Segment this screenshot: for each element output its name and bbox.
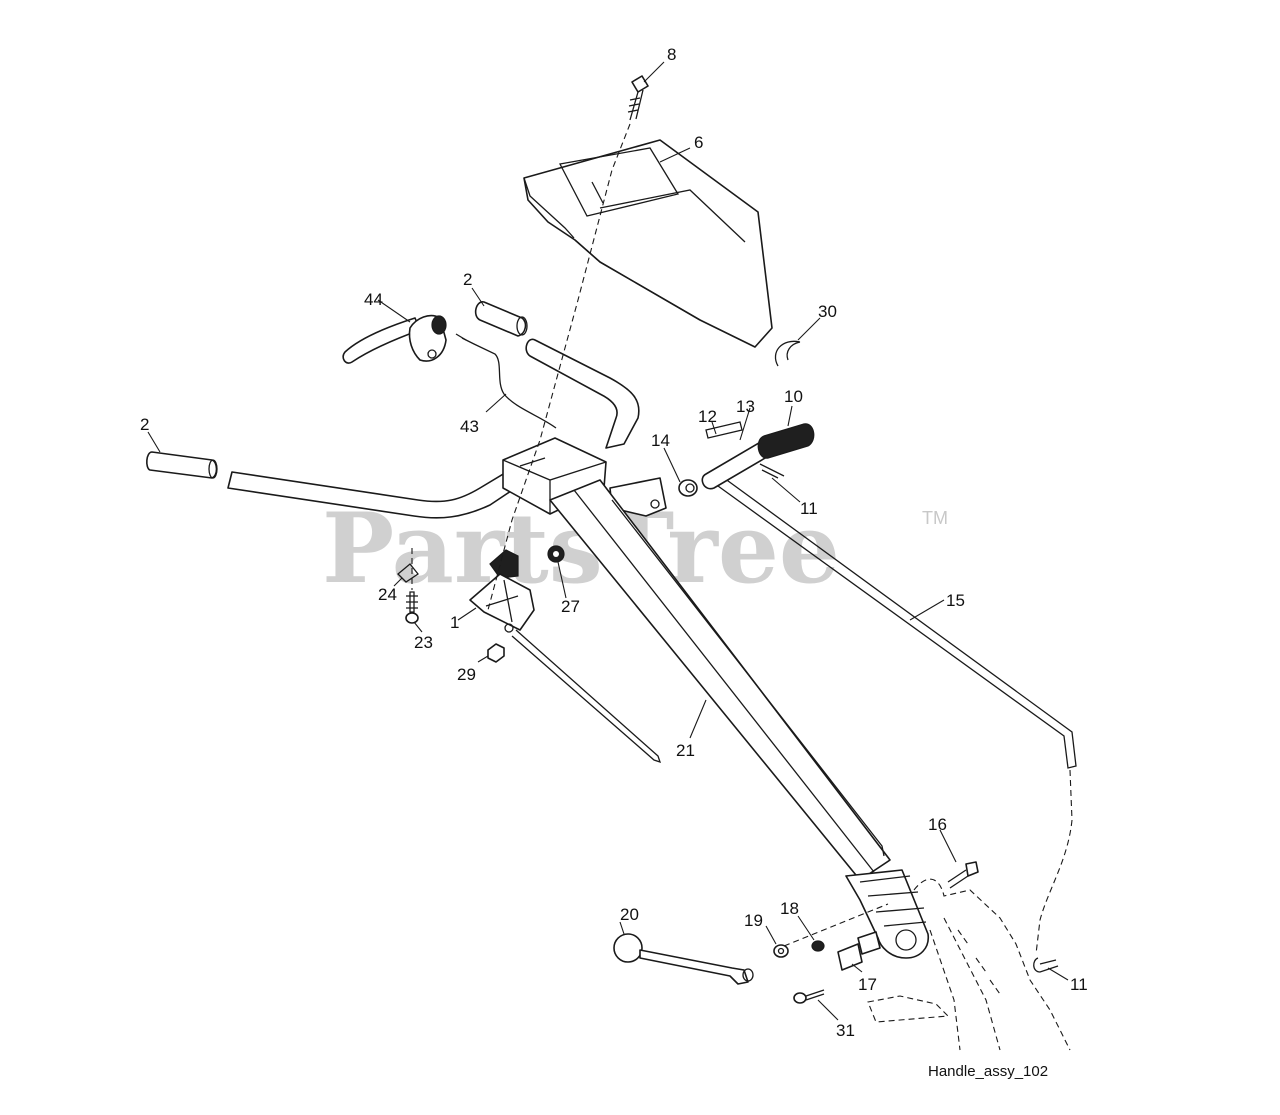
mounting-bracket-outline [867, 878, 1071, 1051]
callout-1: 1 [450, 613, 459, 632]
callout-31: 31 [836, 1021, 855, 1040]
main-tube-part-21 [549, 479, 930, 959]
callout-21: 21 [676, 741, 695, 760]
screw-part-8 [627, 75, 649, 121]
pin-part-12 [705, 421, 743, 439]
callout-15: 15 [946, 591, 965, 610]
grip-part-10 [757, 423, 815, 459]
callout-labels: 8 6 2 44 30 43 2 10 13 12 14 11 15 24 27… [140, 45, 1088, 1040]
washer-part-27 [547, 545, 565, 563]
callout-18: 18 [780, 899, 799, 918]
hand-grip-part-2-upper [474, 301, 528, 337]
shifter-plate-part-1 [469, 549, 662, 764]
bolt-part-23 [405, 591, 419, 624]
bolt-part-16 [947, 861, 979, 889]
lever-handle-part-20 [613, 933, 754, 985]
watermark-trademark: TM [922, 508, 948, 528]
leader-lines [147, 61, 1069, 1021]
callout-17: 17 [858, 975, 877, 994]
bolt-part-31 [793, 989, 825, 1004]
bushing-part-14 [678, 479, 698, 497]
control-cable-part-43 [455, 333, 557, 429]
callout-27: 27 [561, 597, 580, 616]
nut-part-29 [487, 643, 505, 663]
cotter-pin-part-11-lower [1033, 957, 1059, 973]
callout-19: 19 [744, 911, 763, 930]
hand-grip-part-2-lower [146, 451, 218, 479]
callout-2-upper: 2 [463, 270, 472, 289]
control-rod-part-15 [717, 477, 1077, 955]
callout-44: 44 [364, 290, 383, 309]
spacer-part-17 [837, 931, 881, 971]
shaft-and-grip-parts [701, 421, 815, 490]
callout-2-lower: 2 [140, 415, 149, 434]
callout-11-upper: 11 [800, 499, 818, 518]
nut-part-18 [811, 940, 825, 952]
callout-23: 23 [414, 633, 433, 652]
cotter-pin-part-11-upper [759, 463, 785, 479]
callout-11-lower: 11 [1070, 975, 1088, 994]
handle-panel-part-6 [523, 139, 773, 348]
callout-24: 24 [378, 585, 397, 604]
callout-30: 30 [818, 302, 837, 321]
callout-8: 8 [667, 45, 676, 64]
callout-14: 14 [651, 431, 670, 450]
callout-16: 16 [928, 815, 947, 834]
clip-part-24 [397, 563, 419, 583]
clip-part-30 [774, 340, 801, 367]
diagram-caption: Handle_assy_102 [928, 1063, 1048, 1080]
callout-43: 43 [460, 417, 479, 436]
callout-6: 6 [694, 133, 703, 152]
callout-29: 29 [457, 665, 476, 684]
washer-part-19 [773, 944, 789, 958]
alignment-line-screw-to-tube [487, 123, 631, 611]
alignment-line-lower [783, 903, 889, 947]
control-lever-part-44 [342, 314, 447, 364]
callout-13: 13 [736, 397, 755, 416]
callout-20: 20 [620, 905, 639, 924]
callout-10: 10 [784, 387, 803, 406]
callout-12: 12 [698, 407, 717, 426]
